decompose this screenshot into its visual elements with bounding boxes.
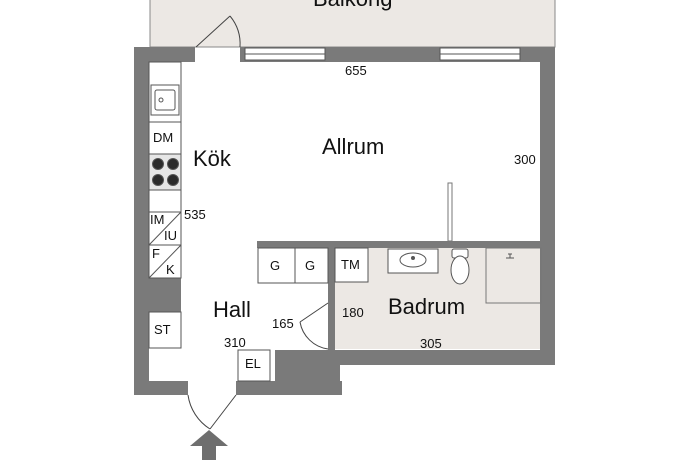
shower bbox=[485, 247, 542, 304]
balcony-area bbox=[149, 0, 556, 48]
sink-basin bbox=[154, 89, 176, 111]
glass-partition bbox=[447, 182, 453, 242]
kitchen-label: Kök bbox=[193, 146, 231, 171]
entrance-door bbox=[187, 394, 237, 430]
entrance-arrow bbox=[190, 430, 228, 460]
bathroom-label: Badrum bbox=[388, 294, 466, 319]
stove-burner bbox=[152, 174, 164, 186]
fridge-label: K bbox=[166, 262, 175, 277]
oven-label: IU bbox=[164, 228, 177, 243]
dimension-kitchen-length: 535 bbox=[184, 207, 206, 222]
dimension-bathroom-depth: 180 bbox=[342, 305, 364, 320]
stove-burner bbox=[167, 174, 179, 186]
freezer-label: F bbox=[152, 246, 160, 261]
balcony-label: Balkong bbox=[313, 0, 393, 12]
dimension-living-width: 655 bbox=[345, 63, 367, 78]
electric-cabinet-label: EL bbox=[245, 356, 261, 371]
el-box bbox=[237, 349, 271, 382]
interior-walls bbox=[257, 241, 542, 353]
hall-wardrobes bbox=[237, 247, 369, 382]
dimension-living-depth: 300 bbox=[514, 152, 536, 167]
tm-box bbox=[334, 247, 369, 283]
st-cabinet bbox=[148, 311, 182, 349]
wardrobe-label-2: G bbox=[305, 258, 316, 273]
balcony-door bbox=[195, 15, 241, 48]
storage-label: ST bbox=[154, 322, 171, 337]
kitchen-cabinets bbox=[148, 61, 182, 349]
dimension-hall-length: 310 bbox=[224, 335, 246, 350]
washing-machine-label: TM bbox=[341, 257, 360, 272]
windows bbox=[244, 47, 521, 61]
toilet-bowl bbox=[450, 255, 470, 285]
dishwasher-label: DM bbox=[153, 130, 174, 145]
dimension-bathroom-width: 305 bbox=[420, 336, 442, 351]
living-room-label: Allrum bbox=[322, 134, 385, 159]
bathroom-door bbox=[299, 302, 329, 350]
hall-label: Hall bbox=[213, 297, 251, 322]
microwave-label: IM bbox=[150, 212, 165, 227]
stove-burner bbox=[152, 158, 164, 170]
wardrobe-label-1: G bbox=[270, 258, 281, 273]
stove-burner bbox=[167, 158, 179, 170]
dimension-hall-width: 165 bbox=[272, 316, 294, 331]
sink-drain bbox=[158, 97, 164, 103]
bathroom-fixtures bbox=[387, 247, 542, 304]
